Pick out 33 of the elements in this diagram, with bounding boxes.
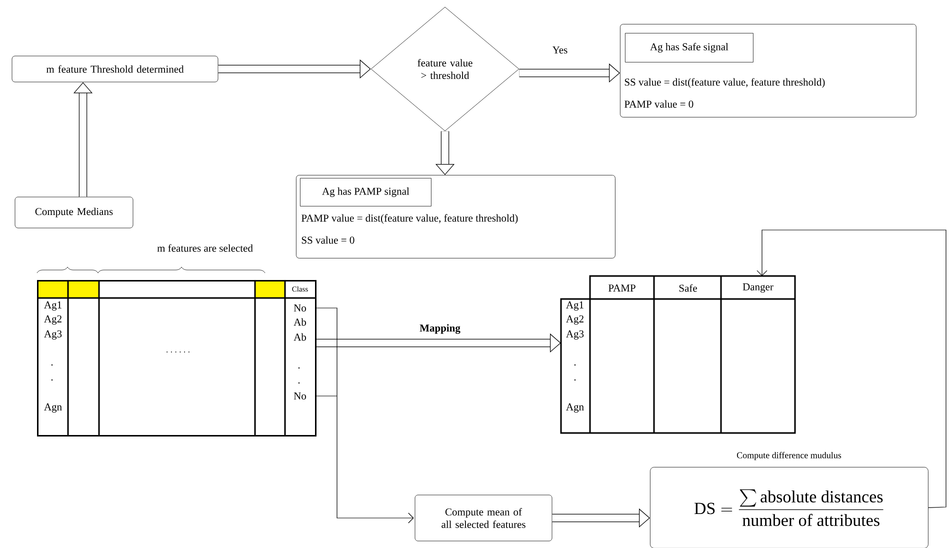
cell-text: PAMP bbox=[608, 284, 636, 292]
cell-text: Agn bbox=[44, 403, 62, 413]
arrow bbox=[756, 230, 946, 508]
cell-text: . bbox=[574, 364, 576, 366]
heading-box: Ag has Safe signal bbox=[625, 33, 754, 62]
cell-text: . bbox=[298, 382, 300, 384]
heading-box: Ag has PAMP signal bbox=[300, 178, 432, 206]
cell-text: . bbox=[574, 379, 576, 381]
cell-text: . bbox=[51, 379, 53, 381]
cell-text: Safe bbox=[679, 284, 697, 292]
annotation-label: m features are selected bbox=[157, 244, 253, 252]
cell-text: Danger bbox=[742, 283, 774, 293]
cell-text: Agn bbox=[566, 403, 584, 413]
cell-text: . bbox=[51, 364, 53, 366]
cell-text: . bbox=[298, 367, 300, 369]
cell-text: Ag3 bbox=[44, 330, 62, 340]
process-box: Compute mean of all selected features bbox=[414, 494, 552, 542]
formula-box: $\mathrm{DS} = \frac{\sum \text{absolute distances}}{\text{number of attributes}}$ bbox=[650, 467, 928, 548]
process-box: m feature Threshold determined bbox=[12, 56, 218, 82]
process-box: Compute Medians bbox=[14, 196, 134, 228]
cell-text: Ag2 bbox=[566, 315, 584, 325]
cell-text: Ag3 bbox=[566, 330, 584, 340]
cell-text: Ag1 bbox=[44, 301, 62, 311]
cell-text: Ag2 bbox=[44, 315, 62, 325]
cell-text: Ag1 bbox=[566, 301, 584, 311]
cell-text: Ab bbox=[294, 318, 306, 326]
edge-label: Yes bbox=[551, 46, 569, 54]
cell-text: No bbox=[294, 304, 306, 312]
cell-text: No bbox=[294, 392, 306, 400]
cell-text: Ab bbox=[294, 333, 306, 341]
arrow bbox=[316, 308, 414, 524]
node-label: Compute difference mudulus bbox=[736, 452, 842, 460]
edge-label: Mapping bbox=[418, 323, 462, 335]
